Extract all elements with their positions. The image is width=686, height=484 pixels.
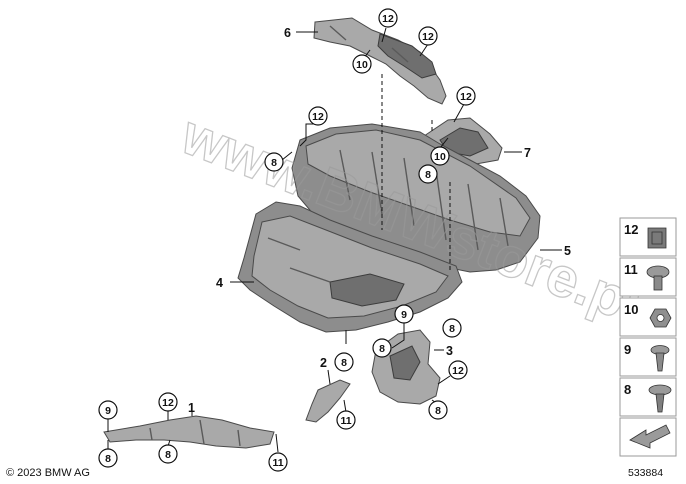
- svg-text:10: 10: [434, 151, 446, 163]
- part-label-5: 5: [564, 244, 571, 258]
- callout: 12: [308, 106, 328, 126]
- svg-text:11: 11: [624, 262, 638, 277]
- callout: 12: [378, 8, 398, 28]
- diagram-number: 533884: [628, 467, 663, 479]
- callout: 10: [352, 54, 372, 74]
- callout: 11: [336, 410, 356, 430]
- callout: 8: [372, 338, 392, 358]
- svg-text:8: 8: [341, 357, 347, 369]
- legend-row-11: 11: [619, 257, 677, 297]
- part-label-4: 4: [216, 276, 223, 290]
- legend-row-8: 8: [619, 377, 677, 417]
- svg-text:10: 10: [356, 59, 368, 71]
- callout: 9: [394, 304, 414, 324]
- svg-text:12: 12: [162, 397, 174, 409]
- mounting-lines: [381, 74, 451, 270]
- callout: 12: [418, 26, 438, 46]
- part-1-strip: [103, 415, 275, 449]
- part-label-2: 2: [320, 356, 327, 370]
- svg-text:12: 12: [382, 13, 394, 25]
- legend-row-12: 12: [619, 217, 677, 257]
- svg-text:9: 9: [624, 342, 631, 357]
- svg-text:8: 8: [624, 382, 631, 397]
- part-labels: 6 7 5 4 3 2 1: [188, 26, 571, 415]
- svg-text:8: 8: [449, 323, 455, 335]
- svg-text:8: 8: [271, 157, 277, 169]
- callout: 8: [158, 444, 178, 464]
- callout: 8: [98, 448, 118, 468]
- part-6-bracket: [313, 17, 447, 105]
- svg-text:11: 11: [340, 415, 351, 427]
- callout: 12: [448, 360, 468, 380]
- leader-lines: [107, 27, 562, 453]
- part-label-7: 7: [524, 146, 531, 160]
- part-label-6: 6: [284, 26, 291, 40]
- legend-row-arrow: [619, 417, 677, 457]
- svg-text:9: 9: [401, 309, 407, 321]
- svg-text:12: 12: [312, 111, 324, 123]
- svg-text:8: 8: [165, 449, 171, 461]
- callout: 8: [264, 152, 284, 172]
- callout: 11: [268, 452, 288, 472]
- callout: 8: [442, 318, 462, 338]
- flange-screw-icon: [648, 384, 672, 396]
- svg-text:11: 11: [272, 457, 283, 469]
- svg-text:12: 12: [452, 365, 464, 377]
- svg-text:8: 8: [379, 343, 385, 355]
- svg-text:8: 8: [425, 169, 431, 181]
- callouts: 12 10 12 12 10 8 12 8 9 8 8 8 12 8 11: [98, 8, 476, 472]
- callout: 8: [418, 164, 438, 184]
- legend-row-9: 9: [619, 337, 677, 377]
- callout: 10: [430, 146, 450, 166]
- callout: 9: [98, 400, 118, 420]
- part-label-1: 1: [188, 401, 195, 415]
- callout: 12: [456, 86, 476, 106]
- copyright: © 2023 BMW AG: [6, 467, 90, 479]
- fastener-legend: 12 11 10 9 8: [619, 217, 677, 479]
- svg-text:12: 12: [422, 31, 434, 43]
- callout: 8: [334, 352, 354, 372]
- clip-nut-icon: [647, 227, 667, 249]
- callout: 8: [428, 400, 448, 420]
- svg-text:12: 12: [460, 91, 472, 103]
- svg-text:9: 9: [105, 405, 111, 417]
- part-4-floor-panel: [237, 201, 463, 333]
- part-label-3: 3: [446, 344, 453, 358]
- svg-text:8: 8: [105, 453, 111, 465]
- svg-text:12: 12: [624, 222, 638, 237]
- legend-row-10: 10: [619, 297, 677, 337]
- part-2-strip: [305, 379, 351, 423]
- direction-arrow-icon: [629, 424, 671, 449]
- svg-text:8: 8: [435, 405, 441, 417]
- svg-text:10: 10: [624, 302, 638, 317]
- callout: 12: [158, 392, 178, 412]
